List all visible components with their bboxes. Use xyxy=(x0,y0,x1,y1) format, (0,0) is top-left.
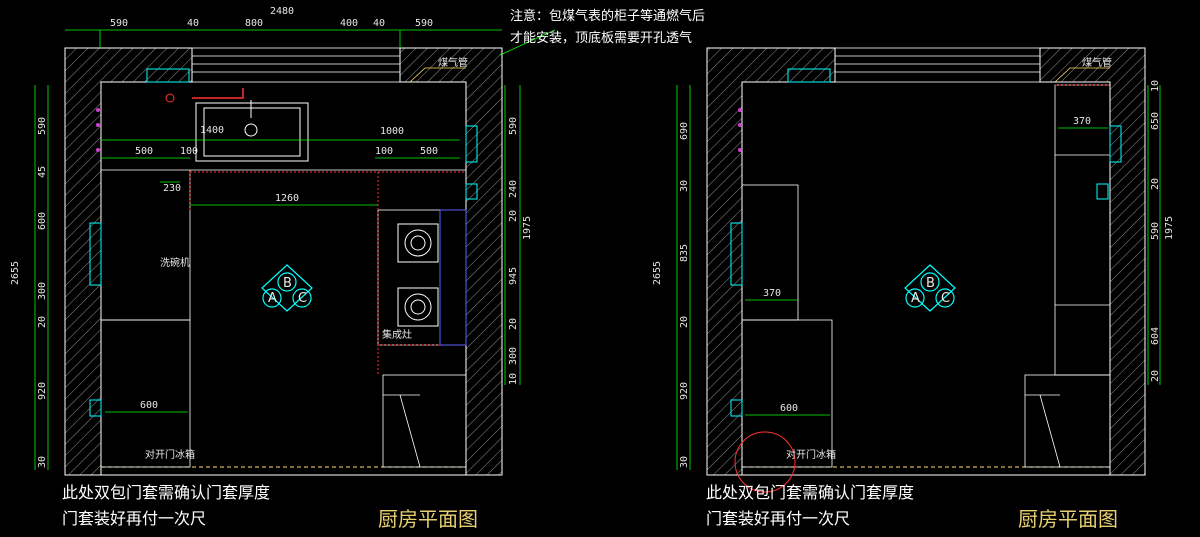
left-inner-dims: 1000 500 100 100 500 230 1260 600 1400 xyxy=(135,125,438,411)
left-footnote: 此处双包门套需确认门套厚度 门套装好再付一次尺 xyxy=(62,480,270,532)
dim-inner: 500 xyxy=(420,146,438,157)
footnote-line-2: 门套装好再付一次尺 xyxy=(706,509,851,528)
dim-left: 590 xyxy=(37,117,48,135)
dim-inner: 100 xyxy=(375,146,393,157)
right-wall-hatch-right xyxy=(1039,47,1146,476)
dim-right: 1975 xyxy=(1164,216,1175,240)
right-window xyxy=(834,47,1041,83)
fridge-label: 对开门冰箱 xyxy=(786,448,836,461)
right-socket-icons xyxy=(730,68,1122,417)
dim-top: 40 xyxy=(187,18,199,29)
dim-left: 20 xyxy=(679,316,690,328)
dim-inner: 1000 xyxy=(380,126,404,137)
marker-a: A xyxy=(268,291,277,306)
dim-left: 600 xyxy=(37,212,48,230)
dim-inner: 370 xyxy=(763,288,781,299)
dim-right: 590 xyxy=(508,117,519,135)
dim-left: 300 xyxy=(37,282,48,300)
dim-left: 30 xyxy=(37,456,48,468)
marker-a: A xyxy=(911,291,920,306)
dim-right: 590 xyxy=(1150,222,1161,240)
right-abc-marker xyxy=(904,264,956,312)
dim-inner: 370 xyxy=(1073,116,1091,127)
footnote-line-2: 门套装好再付一次尺 xyxy=(62,509,207,528)
stove-label: 集成灶 xyxy=(382,328,412,341)
right-wall-hatch xyxy=(706,47,836,476)
dim-top: 590 xyxy=(110,18,128,29)
right-labels: 煤气管 对开门冰箱 A B C xyxy=(786,56,1112,461)
dim-left: 45 xyxy=(37,166,48,178)
dim-right: 650 xyxy=(1150,112,1161,130)
dim-inner: 600 xyxy=(780,403,798,414)
dim-left: 30 xyxy=(679,180,690,192)
dim-right: 604 xyxy=(1150,327,1161,345)
footnote-line-1: 此处双包门套需确认门套厚度 xyxy=(62,483,271,502)
marker-b: B xyxy=(283,276,292,291)
right-inner-dims: 370 370 600 xyxy=(763,116,1091,414)
dim-right: 300 xyxy=(508,347,519,365)
left-side-dims: 2655 590 45 600 300 20 920 30 xyxy=(10,117,48,468)
marker-b: B xyxy=(926,276,935,291)
dim-left: 30 xyxy=(679,456,690,468)
dim-left: 2655 xyxy=(652,261,663,285)
dim-right: 10 xyxy=(508,373,519,385)
dim-right: 20 xyxy=(508,318,519,330)
sink-icon xyxy=(195,100,309,162)
right-plan-title: 厨房平面图 xyxy=(1018,507,1118,531)
left-socket-icons xyxy=(89,68,478,417)
dim-right: 20 xyxy=(1150,178,1161,190)
dim-inner: 230 xyxy=(163,183,181,194)
right-footnote: 此处双包门套需确认门套厚度 门套装好再付一次尺 xyxy=(706,480,914,532)
stove-icon xyxy=(397,223,439,327)
dim-inner: 500 xyxy=(135,146,153,157)
dim-right: 1975 xyxy=(522,216,533,240)
dim-top: 800 xyxy=(245,18,263,29)
right-right-dims: 1975 10 650 20 590 604 20 xyxy=(1150,80,1175,382)
dim-left: 835 xyxy=(679,244,690,262)
left-top-dims: 2480 590 40 800 400 40 590 xyxy=(110,6,433,29)
marker-c: C xyxy=(298,291,307,306)
dim-right: 10 xyxy=(1150,80,1161,92)
left-labels: 煤气管 洗碗机 集成灶 对开门冰箱 A B C xyxy=(145,56,468,461)
dim-left: 20 xyxy=(37,316,48,328)
dim-right: 240 xyxy=(508,180,519,198)
sink-width-label: 1400 xyxy=(200,125,224,136)
dim-top: 400 xyxy=(340,18,358,29)
gas-pipe-label: 煤气管 xyxy=(438,56,468,69)
note-line-1: 注意：包煤气表的柜子等通燃气后 xyxy=(510,9,706,24)
marker-c: C xyxy=(941,291,950,306)
left-plan xyxy=(34,29,556,476)
dim-inner: 1260 xyxy=(275,193,299,204)
right-plan xyxy=(676,47,1161,493)
dim-left: 2655 xyxy=(10,261,21,285)
dim-inner: 100 xyxy=(180,146,198,157)
dim-inner: 600 xyxy=(140,400,158,411)
dim-right: 20 xyxy=(508,210,519,222)
footnote-line-1: 此处双包门套需确认门套厚度 xyxy=(706,483,915,502)
gas-pipe-label: 煤气管 xyxy=(1082,56,1112,69)
note-line-2: 才能安装，顶底板需要开孔透气 xyxy=(510,31,693,46)
dim-left: 920 xyxy=(679,382,690,400)
left-window xyxy=(191,47,401,83)
dim-left: 920 xyxy=(37,382,48,400)
dishwasher-label: 洗碗机 xyxy=(160,256,190,269)
gas-meter-note: 注意：包煤气表的柜子等通燃气后 才能安装，顶底板需要开孔透气 xyxy=(510,6,705,50)
dim-top: 40 xyxy=(373,18,385,29)
dim-right: 20 xyxy=(1150,370,1161,382)
dim-total-width: 2480 xyxy=(270,6,294,17)
left-plan-title: 厨房平面图 xyxy=(378,507,478,531)
dim-left: 690 xyxy=(679,122,690,140)
dim-top: 590 xyxy=(415,18,433,29)
left-right-dims: 1975 590 240 20 945 20 300 10 xyxy=(508,117,533,385)
fridge-label: 对开门冰箱 xyxy=(145,448,195,461)
left-abc-marker xyxy=(261,264,313,312)
dim-right: 945 xyxy=(508,267,519,285)
right-left-dims: 2655 690 30 835 20 920 30 xyxy=(652,122,690,468)
